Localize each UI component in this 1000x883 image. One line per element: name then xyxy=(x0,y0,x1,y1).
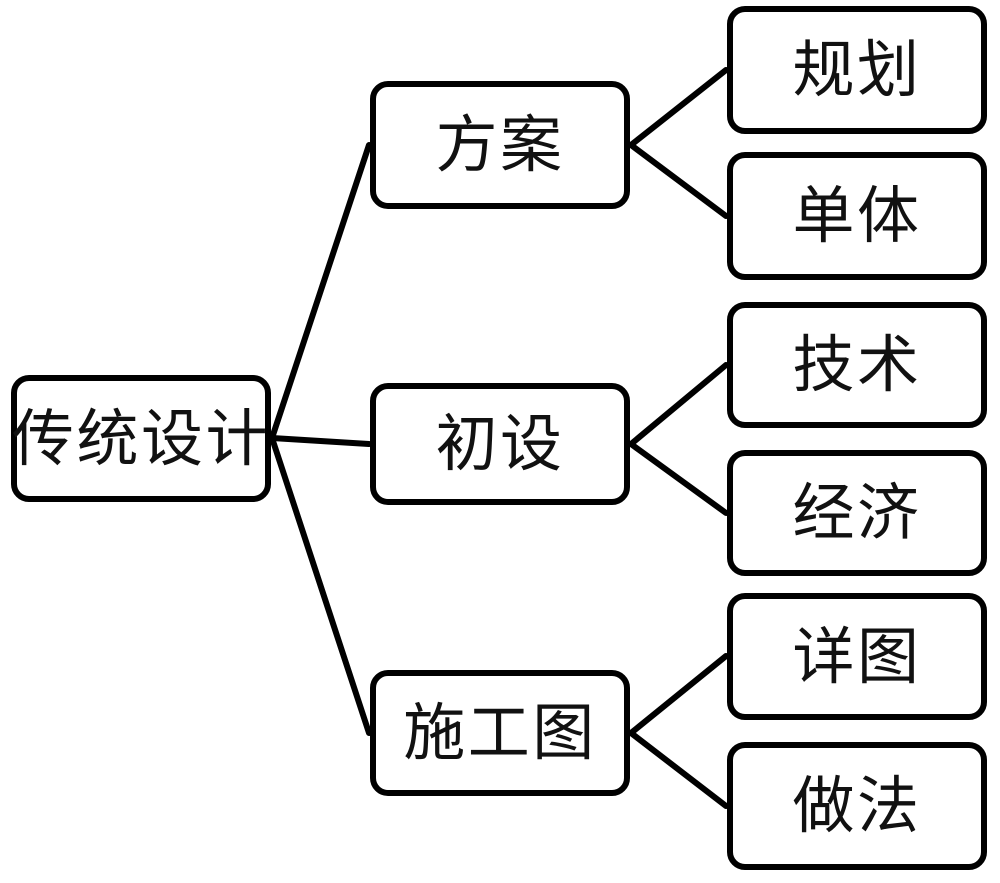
node-jingji[interactable]: 经济 xyxy=(727,450,987,576)
node-xiangtu[interactable]: 详图 xyxy=(727,593,987,720)
node-jishu-label: 技术 xyxy=(792,328,922,401)
edge-root-to-fangan xyxy=(269,142,372,441)
node-root[interactable]: 传统设计 xyxy=(11,375,271,502)
node-fangan-label: 方案 xyxy=(435,108,565,181)
edge-shigongtu-to-zuofa xyxy=(628,730,729,809)
node-jishu[interactable]: 技术 xyxy=(727,302,987,428)
node-chushe[interactable]: 初设 xyxy=(370,383,630,505)
edge-root-to-shigongtu xyxy=(269,435,372,736)
node-danti[interactable]: 单体 xyxy=(727,152,987,280)
node-root-label: 传统设计 xyxy=(12,401,270,475)
edge-chushe-to-jishu xyxy=(628,362,729,447)
node-shigongtu-label: 施工图 xyxy=(403,696,597,769)
node-jingji-label: 经济 xyxy=(792,476,922,549)
edge-chushe-to-jingji xyxy=(628,441,729,516)
node-zuofa-label: 做法 xyxy=(792,769,922,842)
node-chushe-label: 初设 xyxy=(435,407,565,480)
node-guihua-label: 规划 xyxy=(792,33,922,106)
edge-fangan-to-guihua xyxy=(628,67,729,148)
edge-fangan-to-danti xyxy=(628,142,729,219)
node-guihua[interactable]: 规划 xyxy=(727,6,987,134)
node-danti-label: 单体 xyxy=(792,179,922,252)
edge-root-to-chushe xyxy=(269,435,372,447)
edge-shigongtu-to-xiangtu xyxy=(628,653,729,736)
node-zuofa[interactable]: 做法 xyxy=(727,742,987,870)
node-fangan[interactable]: 方案 xyxy=(370,81,630,209)
node-shigongtu[interactable]: 施工图 xyxy=(370,670,630,796)
node-xiangtu-label: 详图 xyxy=(792,619,922,693)
